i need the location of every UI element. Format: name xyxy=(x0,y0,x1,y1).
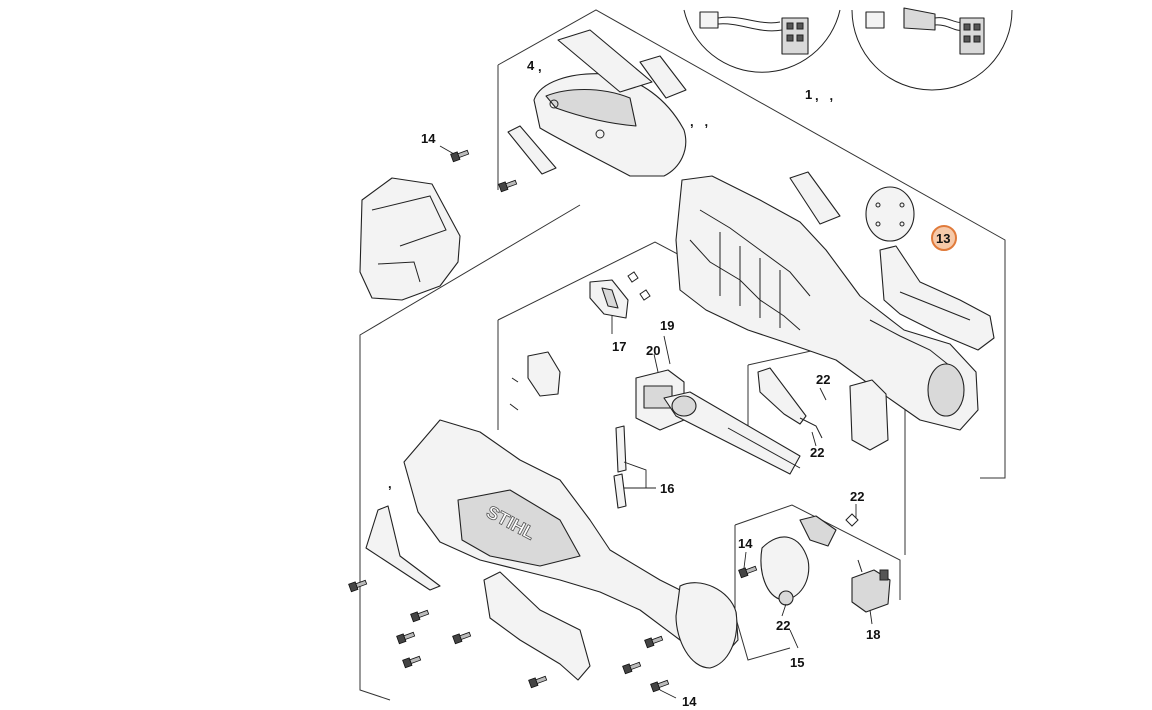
label-commas-mid: , , xyxy=(690,114,708,129)
label-14-bottom: 14 xyxy=(682,694,697,709)
grip-insert xyxy=(879,245,995,351)
highlight-ring-13 xyxy=(931,225,957,251)
label-17: 17 xyxy=(612,339,626,354)
bracket xyxy=(509,351,561,411)
label-16: 16 xyxy=(660,481,674,496)
side-cover xyxy=(359,177,461,301)
label-20: 20 xyxy=(646,343,660,358)
screw xyxy=(498,179,518,193)
label-19: 19 xyxy=(660,318,674,333)
round-seal xyxy=(865,186,915,242)
switch-block-18 xyxy=(851,559,891,613)
screw xyxy=(410,609,430,623)
lever-group-15 xyxy=(760,513,859,606)
label-4-comma: , xyxy=(538,59,542,74)
trigger-group xyxy=(757,367,889,451)
switch-shaft-assembly xyxy=(635,369,801,475)
screw xyxy=(738,565,758,579)
top-cover xyxy=(533,73,687,177)
label-22-d: 22 xyxy=(776,618,790,633)
decal-strips xyxy=(507,29,841,225)
label-4: 4 xyxy=(527,58,535,73)
label-14-top: 14 xyxy=(421,131,436,146)
screw xyxy=(528,675,548,689)
screw xyxy=(348,579,368,593)
callout-labels: 4 , 1 , , , , 14 13 17 19 20 22 22 16 , … xyxy=(388,58,950,709)
wiring-inset-left xyxy=(683,9,841,73)
label-1-commas: , , xyxy=(815,88,833,103)
label-22-c: 22 xyxy=(850,489,864,504)
clips-16 xyxy=(613,425,627,509)
screw xyxy=(396,631,416,645)
label-18: 18 xyxy=(866,627,880,642)
label-22-a: 22 xyxy=(816,372,830,387)
wiring-inset-right xyxy=(851,7,1013,91)
label-15: 15 xyxy=(790,655,804,670)
label-22-b: 22 xyxy=(810,445,824,460)
screw xyxy=(622,661,642,675)
screw xyxy=(650,679,670,693)
screws xyxy=(348,149,758,693)
screw xyxy=(402,655,422,669)
label-14-mid: 14 xyxy=(738,536,753,551)
latch-assembly-17 xyxy=(589,271,651,319)
label-1: 1 xyxy=(805,87,812,102)
main-housing xyxy=(675,175,979,431)
leader-lines xyxy=(439,145,873,699)
screw xyxy=(452,631,472,645)
screw xyxy=(644,635,664,649)
trim-strip xyxy=(365,505,441,591)
label-13: 13 xyxy=(936,231,950,246)
screw xyxy=(450,149,470,163)
label-comma-left: , xyxy=(388,476,392,491)
lower-grip-insert xyxy=(483,571,591,681)
left-housing xyxy=(403,419,739,669)
